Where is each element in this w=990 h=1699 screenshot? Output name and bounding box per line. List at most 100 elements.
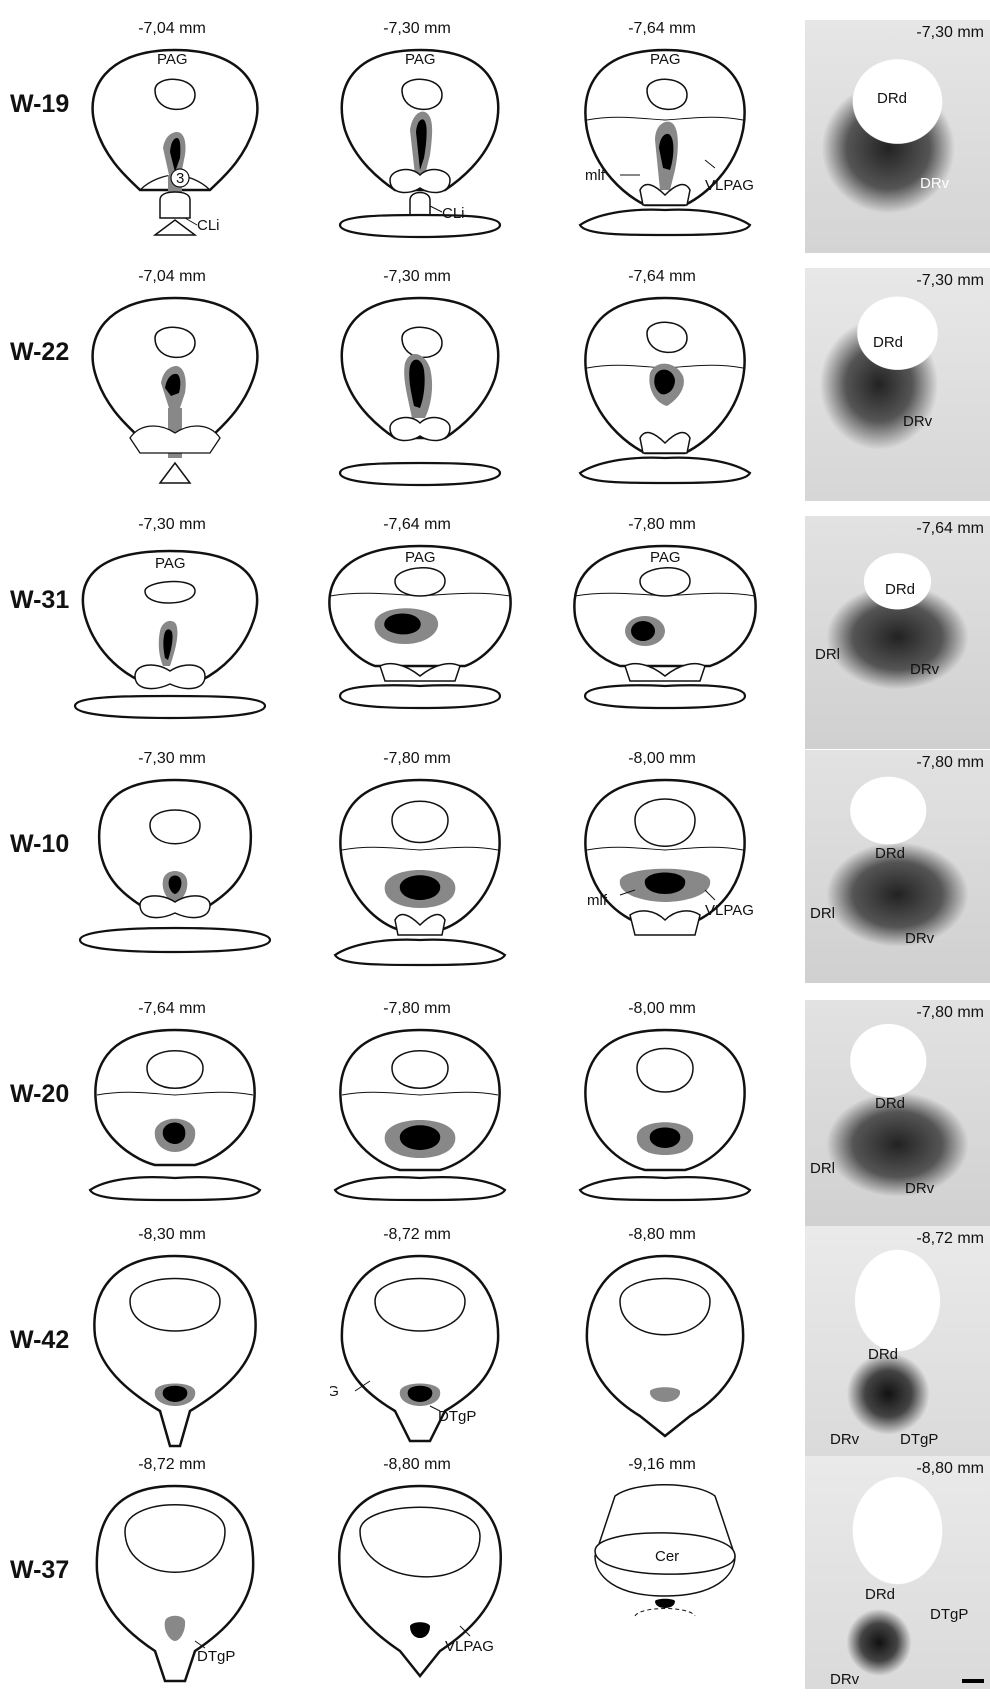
row-label: W-20 bbox=[10, 1080, 69, 1109]
photo-region-label: DRd bbox=[865, 1586, 895, 1603]
photo-region-label: DRv bbox=[905, 1180, 934, 1197]
brain-section-diagram: PAG CLi bbox=[330, 40, 510, 250]
brain-section-diagram bbox=[85, 288, 265, 498]
photo-depth-label: -7,80 mm bbox=[916, 1004, 984, 1022]
row-label: W-31 bbox=[10, 586, 69, 615]
photo-region-label: DRv bbox=[903, 413, 932, 430]
photo-depth-label: -7,80 mm bbox=[916, 754, 984, 772]
region-label: CLi bbox=[442, 205, 465, 222]
depth-label: -7,64 mm bbox=[82, 1000, 262, 1018]
region-label: 3 bbox=[176, 170, 184, 187]
region-label: PAG bbox=[157, 51, 188, 68]
micrograph-photo: -8,72 mm DRd DRv DTgP bbox=[805, 1226, 990, 1459]
depth-label: -7,30 mm bbox=[327, 20, 507, 38]
region-label: PAG bbox=[650, 51, 681, 68]
photo-region-label: DRl bbox=[815, 646, 840, 663]
row-label: W-19 bbox=[10, 90, 69, 119]
brain-section-diagram bbox=[330, 288, 510, 498]
photo-region-label: DRd bbox=[885, 581, 915, 598]
row-label: W-37 bbox=[10, 1556, 69, 1585]
depth-label: -7,80 mm bbox=[572, 516, 752, 534]
photo-region-label: DTgP bbox=[930, 1606, 968, 1623]
photo-depth-label: -8,80 mm bbox=[916, 1460, 984, 1478]
depth-label: -8,00 mm bbox=[572, 1000, 752, 1018]
brain-section-diagram: VLPAG DTgP bbox=[330, 1246, 510, 1456]
row-w19: W-19 -7,04 mm -7,30 mm -7,64 mm 3 PAG CL… bbox=[0, 20, 990, 263]
row-label: W-10 bbox=[10, 830, 69, 859]
depth-label: -9,16 mm bbox=[572, 1456, 752, 1474]
brain-section-diagram bbox=[330, 1020, 510, 1230]
depth-label: -7,04 mm bbox=[82, 20, 262, 38]
region-label: VLPAG bbox=[330, 1383, 339, 1400]
region-label: PAG bbox=[650, 549, 681, 566]
brain-section-diagram bbox=[575, 1020, 755, 1230]
photo-region-label: DRv bbox=[830, 1671, 859, 1688]
region-label: DTgP bbox=[197, 1648, 235, 1665]
row-w20: W-20 -7,64 mm -7,80 mm -8,00 mm -7,80 mm… bbox=[0, 1000, 990, 1243]
photo-region-label: DRv bbox=[910, 661, 939, 678]
depth-label: -7,64 mm bbox=[572, 268, 752, 286]
brain-section-diagram: PAG mlf VLPAG bbox=[575, 40, 755, 250]
depth-label: -7,04 mm bbox=[82, 268, 262, 286]
micrograph-photo: -8,80 mm DRd DTgP DRv bbox=[805, 1456, 990, 1689]
depth-label: -8,72 mm bbox=[82, 1456, 262, 1474]
photo-depth-label: -7,64 mm bbox=[916, 520, 984, 538]
depth-label: -7,30 mm bbox=[82, 516, 262, 534]
region-label: DTgP bbox=[438, 1408, 476, 1425]
photo-region-label: DRd bbox=[868, 1346, 898, 1363]
region-label: VLPAG bbox=[705, 902, 754, 919]
brain-section-diagram bbox=[575, 1246, 755, 1456]
micrograph-photo: -7,80 mm DRd DRl DRv bbox=[805, 1000, 990, 1233]
depth-label: -7,30 mm bbox=[82, 750, 262, 768]
region-label: Cer bbox=[655, 1548, 679, 1565]
brain-section-diagram: Cer bbox=[575, 1476, 755, 1686]
brain-section-diagram: PAG bbox=[70, 536, 270, 746]
row-label: W-22 bbox=[10, 338, 69, 367]
row-label: W-42 bbox=[10, 1326, 69, 1355]
photo-depth-label: -8,72 mm bbox=[916, 1230, 984, 1248]
micrograph-photo: -7,80 mm DRd DRl DRv bbox=[805, 750, 990, 983]
brain-section-diagram: mlf VLPAG bbox=[575, 770, 755, 980]
photo-region-label: DRd bbox=[875, 1095, 905, 1112]
photo-region-label: DRd bbox=[877, 90, 907, 107]
photo-region-label: DTgP bbox=[900, 1431, 938, 1448]
photo-depth-label: -7,30 mm bbox=[916, 24, 984, 42]
brain-section-diagram: 3 PAG CLi bbox=[85, 40, 265, 250]
depth-label: -7,30 mm bbox=[327, 268, 507, 286]
micrograph-photo: -7,64 mm DRd DRl DRv bbox=[805, 516, 990, 749]
depth-label: -7,64 mm bbox=[327, 516, 507, 534]
brain-section-diagram: VLPAG bbox=[330, 1476, 510, 1686]
brain-section-diagram: PAG bbox=[565, 536, 765, 746]
region-label: mlf bbox=[587, 892, 608, 909]
depth-label: -7,80 mm bbox=[327, 750, 507, 768]
depth-label: -8,80 mm bbox=[572, 1226, 752, 1244]
brain-section-diagram bbox=[85, 1020, 265, 1230]
region-label: PAG bbox=[155, 555, 186, 572]
row-w10: W-10 -7,30 mm -7,80 mm -8,00 mm mlf VLPA… bbox=[0, 750, 990, 993]
brain-section-diagram bbox=[575, 288, 755, 498]
depth-label: -8,72 mm bbox=[327, 1226, 507, 1244]
depth-label: -8,30 mm bbox=[82, 1226, 262, 1244]
brain-section-diagram: PAG bbox=[320, 536, 520, 746]
brain-section-diagram bbox=[85, 1246, 265, 1456]
row-w42: W-42 -8,30 mm -8,72 mm -8,80 mm VLPAG DT… bbox=[0, 1226, 990, 1469]
brain-section-diagram: DTgP bbox=[85, 1476, 265, 1686]
photo-region-label: DRv bbox=[905, 930, 934, 947]
row-w22: W-22 -7,04 mm -7,30 mm -7,64 mm -7,30 mm… bbox=[0, 268, 990, 511]
photo-region-label: DRd bbox=[873, 334, 903, 351]
scale-bar bbox=[962, 1679, 984, 1683]
brain-section-diagram bbox=[330, 770, 510, 980]
region-label: PAG bbox=[405, 549, 436, 566]
photo-region-label: DRv bbox=[830, 1431, 859, 1448]
region-label: PAG bbox=[405, 51, 436, 68]
brain-section-diagram bbox=[75, 770, 275, 980]
depth-label: -8,00 mm bbox=[572, 750, 752, 768]
depth-label: -7,64 mm bbox=[572, 20, 752, 38]
region-label: mlf bbox=[585, 167, 606, 184]
photo-region-label: DRd bbox=[875, 845, 905, 862]
region-label: VLPAG bbox=[705, 177, 754, 194]
photo-depth-label: -7,30 mm bbox=[916, 272, 984, 290]
region-label: CLi bbox=[197, 217, 220, 234]
photo-region-label: DRl bbox=[810, 905, 835, 922]
photo-region-label: DRv bbox=[920, 175, 949, 192]
